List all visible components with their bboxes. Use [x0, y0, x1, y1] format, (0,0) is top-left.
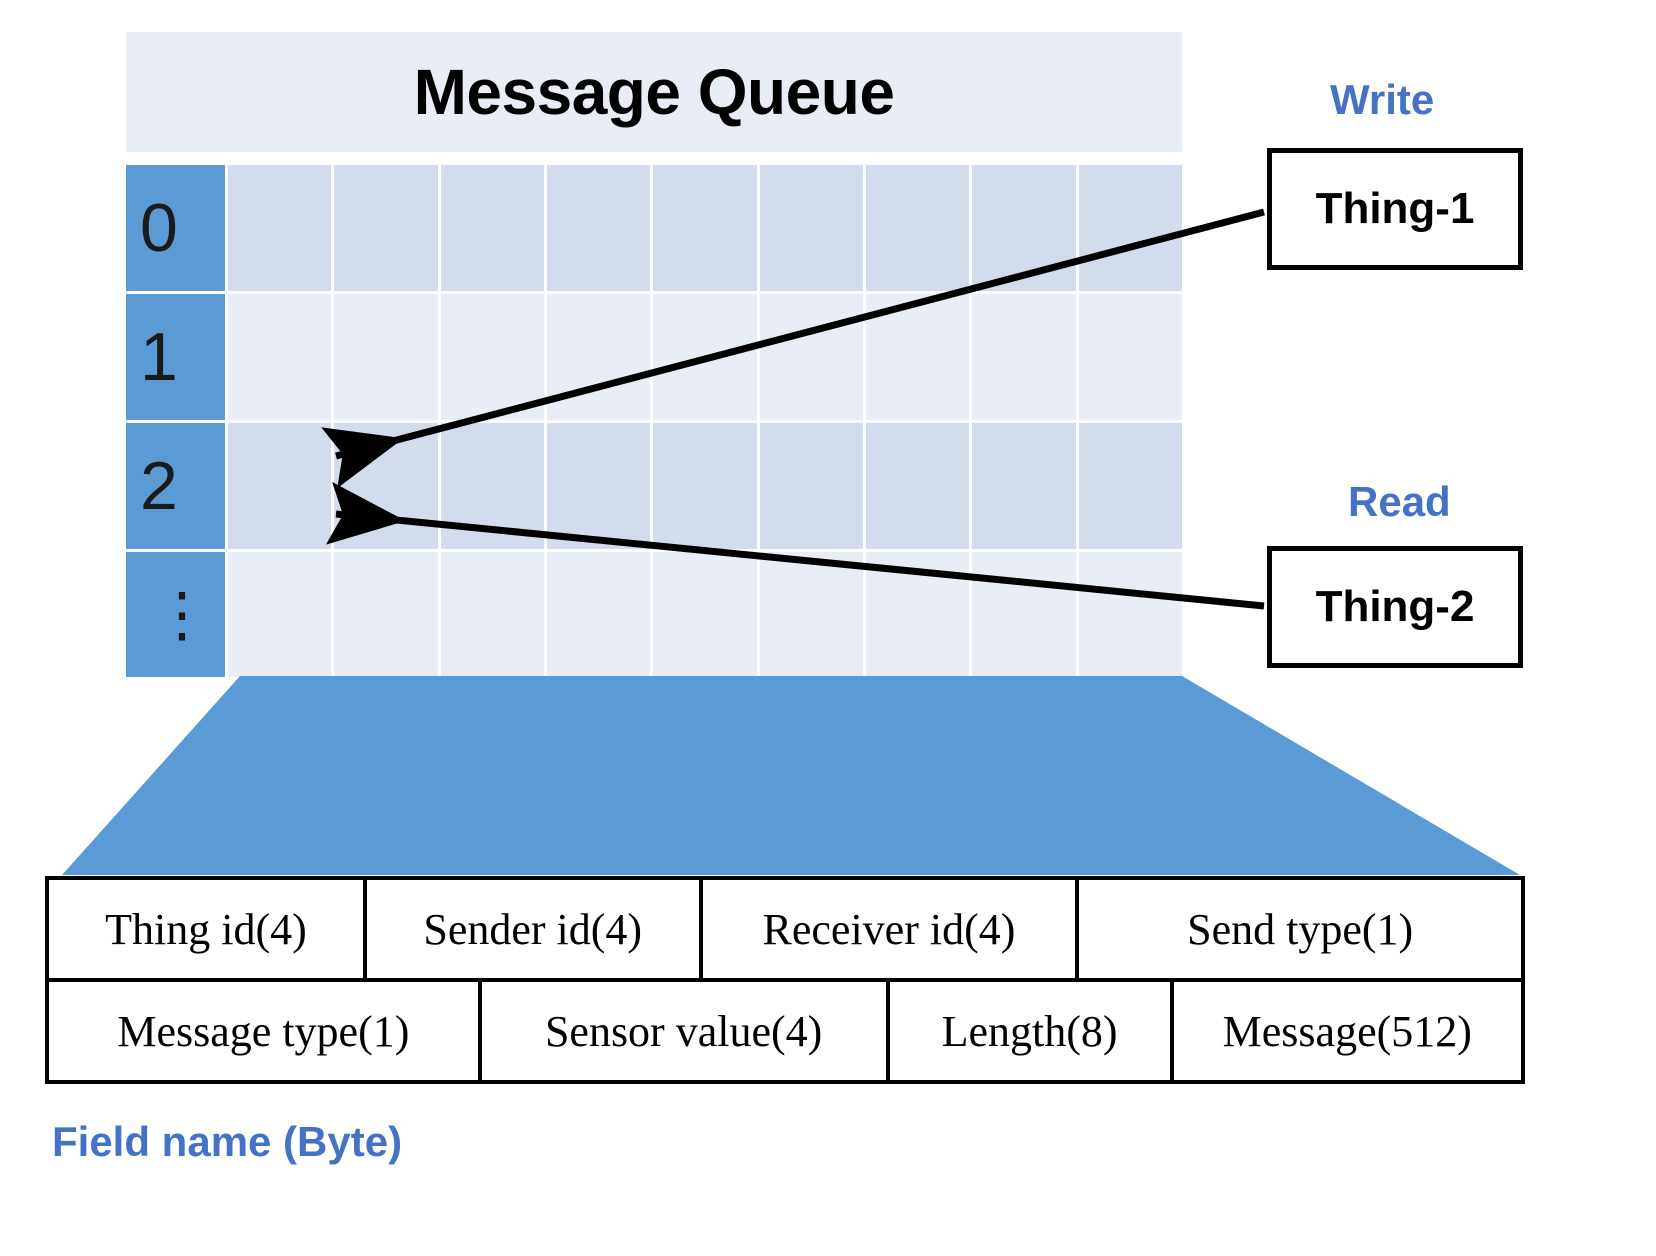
queue-row-index: 0 [126, 165, 225, 291]
field-cell-sensor-value: Sensor value(4) [482, 982, 890, 1080]
queue-row[interactable]: 2 [126, 423, 1182, 549]
field-cell-thing-id: Thing id(4) [49, 880, 367, 978]
queue-cell[interactable] [759, 165, 863, 291]
queue-cell[interactable] [1078, 552, 1182, 677]
queue-cell[interactable] [1078, 294, 1182, 420]
queue-cell[interactable] [653, 165, 757, 291]
field-cell-message-type: Message type(1) [49, 982, 482, 1080]
queue-cell[interactable] [972, 423, 1076, 549]
field-table-caption: Field name (Byte) [52, 1118, 403, 1165]
queue-cell[interactable] [228, 423, 332, 549]
queue-cell[interactable] [334, 552, 438, 677]
message-queue-grid: 0 1 [126, 165, 1182, 677]
page-title: Message Queue [413, 56, 895, 128]
read-label: Read [1348, 478, 1451, 525]
field-cell-receiver-id: Receiver id(4) [703, 880, 1080, 978]
queue-cell[interactable] [865, 294, 970, 420]
queue-cell[interactable] [972, 294, 1076, 420]
queue-row-cells [228, 423, 1182, 549]
queue-cell[interactable] [865, 423, 970, 549]
queue-cell[interactable] [653, 423, 757, 549]
queue-cell[interactable] [440, 165, 544, 291]
table-row: Message type(1) Sensor value(4) Length(8… [45, 982, 1525, 1084]
queue-cell[interactable] [865, 165, 970, 291]
queue-row-index: ⋮ [126, 552, 225, 677]
expansion-funnel [62, 676, 1520, 875]
queue-row-index: 1 [126, 294, 225, 420]
field-cell-length: Length(8) [890, 982, 1174, 1080]
queue-row-cells [228, 165, 1182, 291]
write-label: Write [1330, 76, 1435, 123]
queue-cell[interactable] [546, 552, 651, 677]
thing-2-box[interactable]: Thing-2 [1267, 546, 1523, 668]
queue-row[interactable]: 1 [126, 294, 1182, 420]
queue-cell[interactable] [759, 423, 863, 549]
queue-cell[interactable] [228, 165, 332, 291]
queue-row-cells [228, 552, 1182, 677]
queue-cell[interactable] [440, 423, 544, 549]
thing-1-box[interactable]: Thing-1 [1267, 148, 1523, 270]
queue-cell[interactable] [759, 294, 863, 420]
queue-cell[interactable] [1078, 423, 1182, 549]
queue-cell[interactable] [759, 552, 863, 677]
queue-cell[interactable] [334, 165, 438, 291]
message-queue-header: Message Queue [126, 32, 1182, 152]
table-row: Thing id(4) Sender id(4) Receiver id(4) … [45, 876, 1525, 982]
queue-cell[interactable] [1078, 165, 1182, 291]
queue-cell[interactable] [653, 552, 757, 677]
queue-cell[interactable] [972, 165, 1076, 291]
queue-cell[interactable] [228, 552, 332, 677]
field-cell-message: Message(512) [1222, 1006, 1472, 1056]
queue-cell[interactable] [546, 165, 651, 291]
queue-cell[interactable] [440, 294, 544, 420]
queue-cell[interactable] [228, 294, 332, 420]
message-field-table: Thing id(4) Sender id(4) Receiver id(4) … [45, 876, 1525, 1084]
queue-cell[interactable] [972, 552, 1076, 677]
queue-cell[interactable] [865, 552, 970, 677]
field-cell-sender-id: Sender id(4) [367, 880, 703, 978]
queue-cell[interactable] [334, 423, 438, 549]
queue-cell[interactable] [440, 552, 544, 677]
queue-cell[interactable] [653, 294, 757, 420]
queue-row[interactable]: 0 [126, 165, 1182, 291]
queue-row-cells [228, 294, 1182, 420]
field-cell-send-type: Send type(1) [1187, 904, 1414, 954]
queue-cell[interactable] [546, 423, 651, 549]
queue-cell[interactable] [546, 294, 651, 420]
queue-row-index: 2 [126, 423, 225, 549]
queue-cell[interactable] [334, 294, 438, 420]
queue-row[interactable]: ⋮ [126, 552, 1182, 677]
